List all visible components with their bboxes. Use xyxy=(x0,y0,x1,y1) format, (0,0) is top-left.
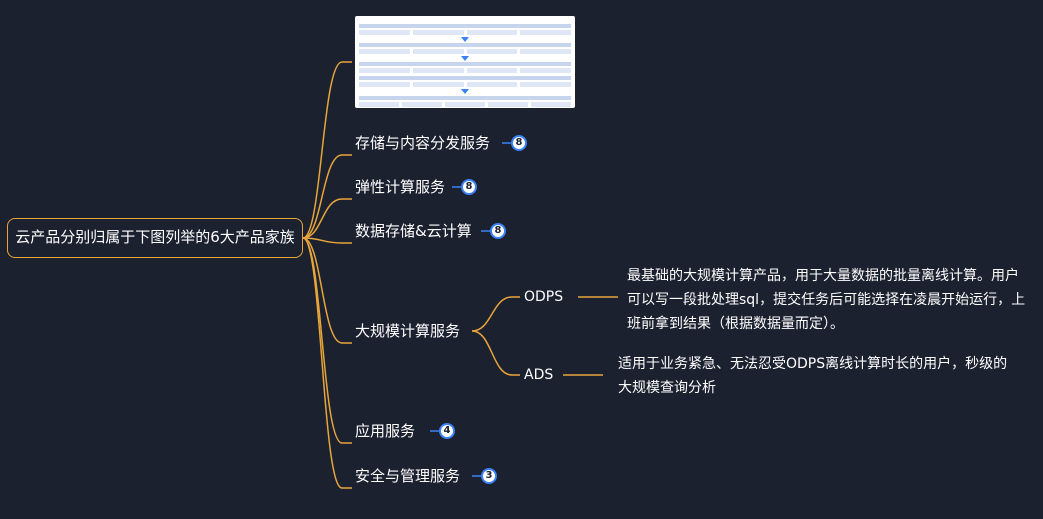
connector-ads xyxy=(471,330,520,376)
thumbnail-band xyxy=(359,24,571,28)
branch-elastic-compute[interactable]: 弹性计算服务 xyxy=(355,178,446,196)
thumbnail-arrow xyxy=(461,37,469,42)
connector-compute xyxy=(302,237,352,344)
branch-storage[interactable]: 存储与内容分发服务 xyxy=(355,134,491,152)
root-node[interactable]: 云产品分别归属于下图列举的6大产品家族 xyxy=(7,218,303,258)
count-badge-app[interactable]: 4 xyxy=(439,423,455,439)
count-badge-elastic[interactable]: 8 xyxy=(461,179,477,195)
odps-note-line: 最基础的大规模计算产品，用于大量数据的批量离线计算。用户 xyxy=(627,268,1019,284)
thumbnail-row xyxy=(359,30,571,35)
connector-storage xyxy=(302,154,352,239)
count-badge-storage[interactable]: 8 xyxy=(511,135,527,151)
ads-note: 适用于业务紧急、无法忍受ODPS离线计算时长的用户，秒级的 大规模查询分析 xyxy=(618,352,1033,400)
connector-image xyxy=(302,61,352,239)
connector-datastore xyxy=(302,237,352,244)
thumbnail-row xyxy=(359,49,571,54)
thumbnail-arrow xyxy=(461,89,469,94)
ads-note-line: 适用于业务紧急、无法忍受ODPS离线计算时长的用户，秒级的 xyxy=(618,356,1008,372)
thumbnail-row xyxy=(359,102,571,107)
branch-security[interactable]: 安全与管理服务 xyxy=(355,467,461,485)
thumbnail-row xyxy=(359,82,571,87)
thumbnail-band xyxy=(359,43,571,47)
ads-note-line: 大规模查询分析 xyxy=(618,380,716,396)
leaf-odps[interactable]: ODPS xyxy=(524,289,564,305)
count-badge-security[interactable]: 3 xyxy=(481,468,497,484)
thumbnail-band xyxy=(359,96,571,100)
branch-application[interactable]: 应用服务 xyxy=(355,422,416,440)
product-family-image xyxy=(355,16,575,108)
thumbnail-band xyxy=(359,76,571,80)
connector-elastic xyxy=(302,198,352,239)
odps-note-line: 班前拿到结果（根据数据量而定）。 xyxy=(627,316,844,332)
connector-odps xyxy=(471,296,520,332)
connector-security xyxy=(302,237,352,489)
leaf-ads[interactable]: ADS xyxy=(524,367,554,383)
thumbnail-row xyxy=(359,68,571,73)
branch-large-scale-compute[interactable]: 大规模计算服务 xyxy=(355,322,461,340)
count-badge-datastore[interactable]: 8 xyxy=(490,223,506,239)
branch-data-storage[interactable]: 数据存储&云计算 xyxy=(355,222,472,240)
odps-note: 最基础的大规模计算产品，用于大量数据的批量离线计算。用户 可以写一段批处理sql… xyxy=(627,264,1042,336)
odps-note-line: 可以写一段批处理sql，提交任务后可能选择在凌晨开始运行，上 xyxy=(627,292,1026,308)
thumbnail-arrow xyxy=(461,56,469,61)
thumbnail-band xyxy=(359,62,571,66)
connector-app xyxy=(302,237,352,444)
